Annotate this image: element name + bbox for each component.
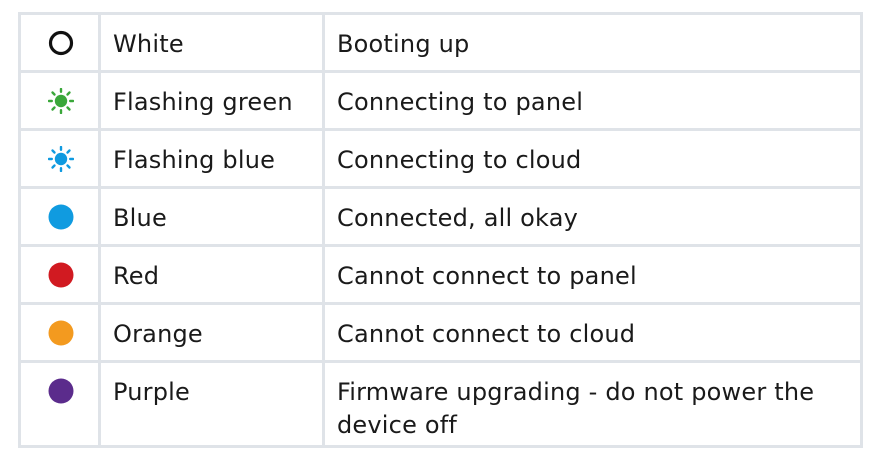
flashing-blue-icon [48,146,74,172]
status-description: Connecting to panel [322,70,863,131]
status-icon-cell [18,128,101,189]
purple-dot-icon [48,378,74,404]
orange-dot-icon [48,320,74,346]
status-description: Firmware upgrading - do not power the de… [322,360,863,448]
table-row: Orange Cannot connect to cloud [18,302,863,363]
status-description: Booting up [322,12,863,73]
status-name: Purple [98,360,325,448]
table-row: Flashing blue Connecting to cloud [18,128,863,189]
status-name-text: Red [113,262,160,290]
led-status-table: White Booting up Flashing green Connecti… [18,12,863,448]
status-icon-cell [18,244,101,305]
status-name-text: Flashing blue [113,146,276,174]
status-name: Blue [98,186,325,247]
status-icon-cell [18,12,101,73]
status-name: Red [98,244,325,305]
status-description: Cannot connect to panel [322,244,863,305]
status-description: Connected, all okay [322,186,863,247]
blue-dot-icon [48,204,74,230]
status-description: Cannot connect to cloud [322,302,863,363]
flashing-green-icon [48,88,74,114]
table-row: White Booting up [18,12,863,73]
status-name: Flashing green [98,70,325,131]
status-description-text: Connected, all okay [337,204,579,232]
status-name-text: Purple [113,378,190,406]
table-row: Flashing green Connecting to panel [18,70,863,131]
status-name: Flashing blue [98,128,325,189]
status-name-text: White [113,30,184,58]
status-icon-cell [18,302,101,363]
table-row: Purple Firmware upgrading - do not power… [18,360,863,448]
status-icon-cell [18,70,101,131]
status-name: White [98,12,325,73]
status-description-text: Booting up [337,30,470,58]
status-description-text: Connecting to cloud [337,146,582,174]
status-icon-cell [18,360,101,448]
status-name-text: Blue [113,204,167,232]
status-name-text: Flashing green [113,88,293,116]
table-row: Blue Connected, all okay [18,186,863,247]
red-dot-icon [48,262,74,288]
status-description-text: Cannot connect to cloud [337,320,636,348]
status-description-text: Firmware upgrading - do not power the de… [337,378,815,439]
status-name-text: Orange [113,320,203,348]
status-description: Connecting to cloud [322,128,863,189]
table-row: Red Cannot connect to panel [18,244,863,305]
status-name: Orange [98,302,325,363]
status-icon-cell [18,186,101,247]
white-ring-icon [48,30,74,56]
status-description-text: Connecting to panel [337,88,584,116]
status-description-text: Cannot connect to panel [337,262,637,290]
